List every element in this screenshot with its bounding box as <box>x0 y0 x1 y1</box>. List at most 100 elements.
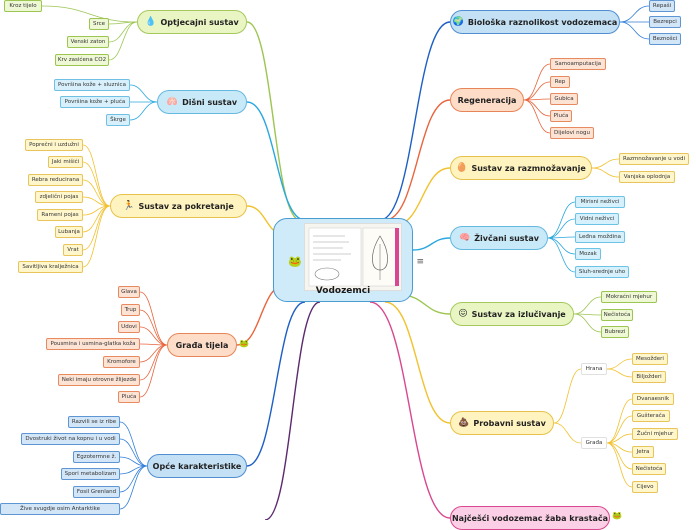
leaf-zivcani-1[interactable]: Mirisni neživci <box>575 196 625 208</box>
leaf-hrana-2[interactable]: Biljožderi <box>632 371 666 383</box>
leaf-izlucivanje-2[interactable]: Nečistoća <box>601 309 633 321</box>
leaf-razmnozavanje-2[interactable]: Vanjska oplodnja <box>619 171 675 183</box>
leaf-gradja-7[interactable]: Pluća <box>118 391 140 403</box>
leaf-opce-2[interactable]: Dvostruki život na kopnu i u vodi <box>21 433 120 445</box>
topic-probavni-sustav[interactable]: 💩Probavni sustav <box>450 411 554 435</box>
leaf-opce-4[interactable]: Spori metabolizam <box>61 468 120 480</box>
frog-icon: 🐸 <box>288 255 302 268</box>
leaf-gradja-5[interactable]: Kromofore <box>103 356 140 368</box>
leaf-zivcani-5[interactable]: Sluh-srednje uho <box>575 266 629 278</box>
topic-gradja-tijela[interactable]: Građa tijela <box>167 333 237 357</box>
link-leaf <box>119 438 148 467</box>
leaf-gradja-3[interactable]: Udovi <box>118 321 140 333</box>
leaf-gradja-2[interactable]: Trup <box>121 304 140 316</box>
leaf-disni-2[interactable]: Površina kože + pluća <box>60 96 130 108</box>
leaf-opce-1[interactable]: Razvili se iz ribe <box>68 416 120 428</box>
topic-opce-karakteristike[interactable]: Opće karakteristike <box>147 454 247 478</box>
topic-najcesci-vodozemac[interactable]: Najčešći vodozemac žaba krastača <box>450 506 610 530</box>
topic-label: Biološka raznolikost vodozemaca <box>467 17 618 27</box>
leaf-bioloska-1[interactable]: Repaši <box>649 0 675 12</box>
leaf-zivcani-3[interactable]: Leđna moždina <box>575 231 625 243</box>
leaf-pokretanje-4[interactable]: zdjelični pojas <box>35 191 83 203</box>
leaf-zivcani-4[interactable]: Mozak <box>575 248 601 260</box>
leaf-optjecajni-4[interactable]: Krv zasićena CO2 <box>55 54 109 66</box>
topic-label: Dišni sustav <box>182 97 238 107</box>
topic-disni-sustav[interactable]: 🫁Dišni sustav <box>157 90 247 114</box>
leaf-regeneracija-2[interactable]: Rep <box>550 76 570 88</box>
leaf-optjecajni-1[interactable]: Kroz tijelo <box>4 0 42 12</box>
link-leaf <box>606 433 633 444</box>
topic-optjecajni-sustav[interactable]: 💧Optjecajni sustav <box>137 10 247 34</box>
leaf-pokretanje-5[interactable]: Rameni pojas <box>37 209 83 221</box>
leaf-gradja-4[interactable]: Pousmina i usmina-glatka koža <box>46 338 140 350</box>
leaf-opce-3[interactable]: Egzotermne ž. <box>73 451 120 463</box>
link-leaf <box>619 5 650 23</box>
leaf-probava-4[interactable]: Jetra <box>632 446 654 458</box>
link-leaf <box>547 237 576 255</box>
leaf-bioloska-2[interactable]: Bezrepci <box>649 16 681 28</box>
link-leaf <box>619 21 650 40</box>
leaf-izlucivanje-3[interactable]: Bubrezi <box>601 326 629 338</box>
link-leaf <box>606 368 633 378</box>
egg-icon: 🥚 <box>456 163 468 173</box>
topic-regeneracija[interactable]: Regeneracija <box>450 88 524 112</box>
subtopic-hrana[interactable]: Hrana <box>581 363 607 375</box>
leaf-disni-3[interactable]: Škrge <box>106 114 130 126</box>
leaf-bioloska-3[interactable]: Beznošci <box>649 33 681 45</box>
link-leaf <box>119 465 148 510</box>
link-leaf <box>606 442 633 488</box>
link-leaf <box>139 326 168 346</box>
topic-zivcani-sustav[interactable]: 🧠Živčani sustav <box>450 226 548 250</box>
leaf-regeneracija-3[interactable]: Gubica <box>550 93 578 105</box>
leaf-regeneracija-1[interactable]: Samoamputacija <box>550 58 606 70</box>
leaf-pokretanje-7[interactable]: Vrat <box>63 244 83 256</box>
leaf-gradja-6[interactable]: Neki imaju otrovne žlijezde <box>58 374 140 386</box>
topic-label: Najčešći vodozemac žaba krastača <box>451 513 609 523</box>
leaf-disni-1[interactable]: Površina kože + sluznica <box>54 79 130 91</box>
topic-label: Sustav za razmnožavanje <box>471 163 586 173</box>
subtopic-gradja[interactable]: Građa <box>581 437 607 449</box>
poop-icon: 💩 <box>458 418 470 428</box>
link-zivcani <box>412 237 451 251</box>
central-topic-image <box>304 223 402 291</box>
leaf-hrana-1[interactable]: Mesožderi <box>632 353 668 365</box>
link-leaf <box>139 344 168 398</box>
leaf-optjecajni-2[interactable]: Srce <box>89 18 109 30</box>
leaf-pokretanje-2[interactable]: Jaki mišići <box>48 156 83 168</box>
link-leaf <box>41 5 138 23</box>
topic-bioloska-raznolikost[interactable]: 🌍Biološka raznolikost vodozemaca <box>450 10 620 34</box>
leaf-probava-6[interactable]: Cijevo <box>632 481 658 493</box>
link-leaf <box>129 101 158 121</box>
leaf-regeneracija-5[interactable]: Dijelovi nogu <box>550 127 594 139</box>
leaf-probava-2[interactable]: Gušterača <box>632 410 670 422</box>
leaf-pokretanje-3[interactable]: Rebra reducirana <box>28 174 83 186</box>
topic-label: Sustav za pokretanje <box>138 201 234 211</box>
topic-label: Regeneracija <box>457 95 517 105</box>
link-leaf <box>553 368 582 424</box>
topic-sustav-za-pokretanje[interactable]: 🏃Sustav za pokretanje <box>110 194 247 218</box>
leaf-opce-6[interactable]: Žive svugdje osim Antarktike <box>0 503 120 515</box>
leaf-zivcani-2[interactable]: Vidni neživci <box>575 213 619 225</box>
link-leaf <box>547 237 576 273</box>
link-leaf <box>573 313 602 333</box>
leaf-gradja-1[interactable]: Glava <box>118 286 140 298</box>
leaf-probava-1[interactable]: Dvanaesnik <box>632 393 674 405</box>
leaf-izlucivanje-1[interactable]: Mokraćni mjehur <box>601 291 657 303</box>
leaf-pokretanje-6[interactable]: Lubanja <box>55 226 83 238</box>
link-leaf <box>82 179 111 207</box>
leaf-probava-3[interactable]: Žučni mjehur <box>632 428 678 440</box>
leaf-regeneracija-4[interactable]: Pluća <box>550 110 572 122</box>
topic-label: Opće karakteristike <box>152 461 242 471</box>
leaf-optjecajni-3[interactable]: Venski zaton <box>67 36 109 48</box>
leaf-pokretanje-1[interactable]: Poprečni i uzdužni <box>25 139 83 151</box>
leaf-probava-5[interactable]: Nečistoća <box>632 463 666 475</box>
menu-icon[interactable]: ≡ <box>416 257 424 267</box>
topic-sustav-za-izlucivanje[interactable]: 😖Sustav za izlučivanje <box>450 302 574 326</box>
topic-sustav-za-razmnozavanje[interactable]: 🥚Sustav za razmnožavanje <box>450 156 592 180</box>
leaf-razmnozavanje-1[interactable]: Razmnožavanje u vodi <box>619 153 689 165</box>
leaf-opce-5[interactable]: Fosil Grenland <box>73 486 120 498</box>
central-topic[interactable]: 🐸 ≡ Vodozemci <box>273 218 424 302</box>
frog-icon: 🐸 <box>239 339 249 348</box>
leaf-pokretanje-8[interactable]: Savitljiva kralježnica <box>18 261 83 273</box>
